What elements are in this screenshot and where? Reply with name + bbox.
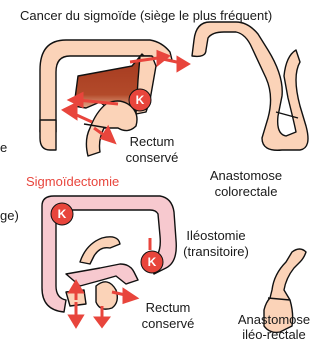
tumor-label: K	[148, 255, 157, 269]
rectum-label-top-2: conservé	[112, 150, 192, 165]
procedure-label-top: Sigmoïdectomie	[26, 174, 119, 189]
top-right-anastomosis	[192, 22, 308, 150]
anastomose-label-bottom-1: Anastomose	[228, 312, 320, 327]
tumor-label: K	[136, 93, 145, 107]
anastomose-label-bottom-2: iléo-rectale	[228, 327, 320, 342]
bottom-ileum-loop	[80, 237, 120, 264]
edge-text-top: e	[0, 140, 7, 155]
anastomose-label-top-2: colorectale	[200, 184, 292, 199]
top-tumor-marker: K	[129, 89, 151, 111]
bottom-rectum	[96, 282, 117, 309]
ileostomie-label-1: Iléostomie	[170, 228, 262, 243]
rectum-label-bottom-2: conservé	[128, 316, 208, 331]
title: Cancer du sigmoïde (siège le plus fréque…	[20, 8, 272, 23]
rectum-label-top-1: Rectum	[112, 134, 192, 149]
ileostomie-label-2: (transitoire)	[170, 244, 262, 259]
anastomose-label-top-1: Anastomose	[200, 168, 292, 183]
edge-text-bottom: ge)	[0, 208, 19, 223]
tumor-label: K	[58, 207, 67, 221]
rectum-label-bottom-1: Rectum	[128, 300, 208, 315]
top-cecum	[40, 120, 56, 150]
